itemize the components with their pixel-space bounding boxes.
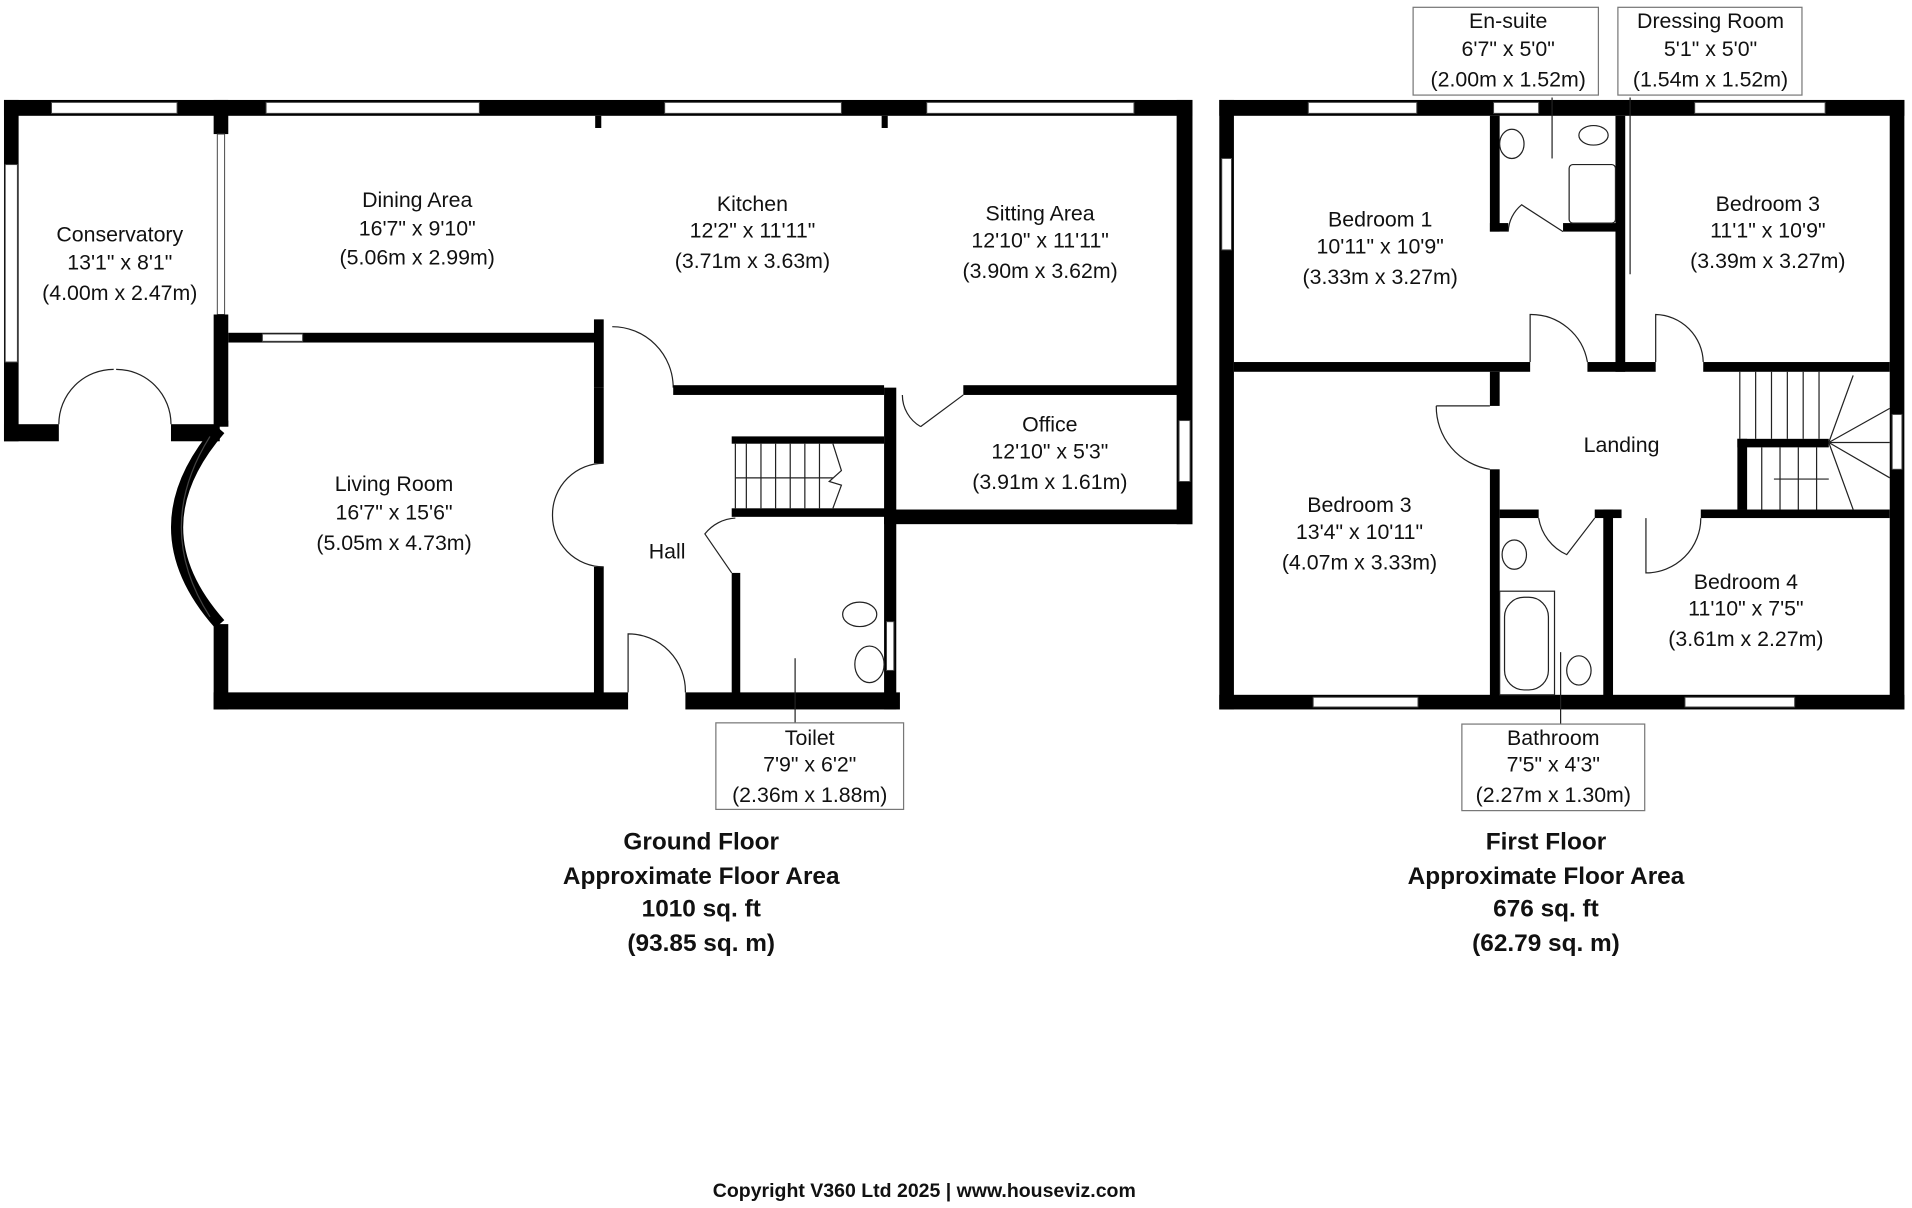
room-metric: (2.27m x 1.30m) xyxy=(1476,783,1631,807)
ground-floor-walls xyxy=(3,99,1193,726)
room-label-dressing: Dressing Room 5'1" x 5'0" (1.54m x 1.52m… xyxy=(1633,9,1788,92)
room-metric: (4.07m x 3.33m) xyxy=(1282,550,1437,574)
room-metric: (3.90m x 3.62m) xyxy=(962,259,1117,283)
room-metric: (1.54m x 1.52m) xyxy=(1633,68,1788,92)
room-label-kitchen: Kitchen 12'2" x 11'11" (3.71m x 3.63m) xyxy=(675,192,830,273)
room-name: En-suite xyxy=(1469,9,1547,33)
floor-area-sqm: (62.79 sq. m) xyxy=(1472,930,1620,957)
floor-title: First Floor xyxy=(1486,829,1607,856)
room-name: Bathroom xyxy=(1507,726,1599,750)
room-label-ensuite: En-suite 6'7" x 5'0" (2.00m x 1.52m) xyxy=(1431,9,1586,92)
room-metric: (5.06m x 2.99m) xyxy=(340,246,495,270)
room-label-bedroom3-right: Bedroom 3 11'1" x 10'9" (3.39m x 3.27m) xyxy=(1690,192,1845,273)
room-imperial: 10'11" x 10'9" xyxy=(1317,235,1444,259)
room-metric: (3.33m x 3.27m) xyxy=(1303,265,1458,289)
room-name: Toilet xyxy=(785,726,835,750)
room-label-toilet: Toilet 7'9" x 6'2" (2.36m x 1.88m) xyxy=(732,726,887,807)
floor-subtitle: Approximate Floor Area xyxy=(1408,863,1685,890)
room-imperial: 13'4" x 10'11" xyxy=(1296,520,1423,544)
room-label-office: Office 12'10" x 5'3" (3.91m x 1.61m) xyxy=(972,413,1127,494)
room-name: Bedroom 3 xyxy=(1307,493,1411,517)
room-imperial: 12'2" x 11'11" xyxy=(690,219,816,243)
room-label-bathroom: Bathroom 7'5" x 4'3" (2.27m x 1.30m) xyxy=(1476,726,1631,807)
room-metric: (5.05m x 4.73m) xyxy=(316,531,471,555)
room-name: Bedroom 1 xyxy=(1328,208,1432,232)
room-name: Dressing Room xyxy=(1637,9,1784,33)
room-label-bedroom1: Bedroom 1 10'11" x 10'9" (3.33m x 3.27m) xyxy=(1303,208,1458,289)
room-label-hall: Hall xyxy=(649,539,686,563)
ensuite-label-box xyxy=(1412,6,1600,96)
toilet-label-box xyxy=(715,722,905,811)
copyright-notice: Copyright V360 Ltd 2025 | www.houseviz.c… xyxy=(713,1180,1136,1202)
room-label-bedroom4: Bedroom 4 11'10" x 7'5" (3.61m x 2.27m) xyxy=(1668,570,1823,651)
room-label-bedroom3-left: Bedroom 3 13'4" x 10'11" (4.07m x 3.33m) xyxy=(1282,493,1437,574)
room-imperial: 16'7" x 15'6" xyxy=(336,500,453,524)
room-imperial: 12'10" x 11'11" xyxy=(971,228,1109,252)
room-imperial: 5'1" x 5'0" xyxy=(1664,37,1757,61)
room-metric: (2.00m x 1.52m) xyxy=(1431,68,1586,92)
room-imperial: 13'1" x 8'1" xyxy=(67,250,172,274)
room-imperial: 16'7" x 9'10" xyxy=(359,216,476,240)
room-metric: (3.61m x 2.27m) xyxy=(1668,627,1823,651)
room-imperial: 6'7" x 5'0" xyxy=(1462,37,1555,61)
room-label-landing: Landing xyxy=(1584,433,1660,457)
room-metric: (4.00m x 2.47m) xyxy=(42,281,197,305)
floor-area-sqft: 1010 sq. ft xyxy=(642,896,761,923)
room-imperial: 7'9" x 6'2" xyxy=(763,753,856,777)
room-metric: (3.39m x 3.27m) xyxy=(1690,249,1845,273)
room-imperial: 11'1" x 10'9" xyxy=(1710,219,1825,243)
room-metric: (3.91m x 1.61m) xyxy=(972,470,1127,494)
floor-area-sqft: 676 sq. ft xyxy=(1493,896,1599,923)
room-name: Dining Area xyxy=(362,188,472,212)
room-label-sitting: Sitting Area 12'10" x 11'11" (3.90m x 3.… xyxy=(962,202,1117,283)
first-floor-walls xyxy=(1219,97,1905,729)
room-name: Sitting Area xyxy=(986,202,1095,226)
room-label-living: Living Room 16'7" x 15'6" (5.05m x 4.73m… xyxy=(316,472,471,555)
room-name: Conservatory xyxy=(56,222,183,246)
bathroom-label-box xyxy=(1461,723,1646,812)
first-floor-summary: First Floor Approximate Floor Area 676 s… xyxy=(1408,829,1685,957)
room-metric: (2.36m x 1.88m) xyxy=(732,783,887,807)
floor-area-sqm: (93.85 sq. m) xyxy=(627,930,775,957)
room-name: Bedroom 3 xyxy=(1716,192,1820,216)
room-label-dining: Dining Area 16'7" x 9'10" (5.06m x 2.99m… xyxy=(340,188,495,269)
room-label-conservatory: Conservatory 13'1" x 8'1" (4.00m x 2.47m… xyxy=(42,222,197,305)
floor-subtitle: Approximate Floor Area xyxy=(563,863,840,890)
room-imperial: 12'10" x 5'3" xyxy=(991,439,1108,463)
room-imperial: 7'5" x 4'3" xyxy=(1507,753,1600,777)
room-imperial: 11'10" x 7'5" xyxy=(1688,597,1803,621)
floor-title: Ground Floor xyxy=(623,829,779,856)
room-name: Kitchen xyxy=(717,192,788,216)
room-name: Office xyxy=(1022,413,1077,437)
dressing-label-box xyxy=(1617,6,1803,96)
ground-floor-summary: Ground Floor Approximate Floor Area 1010… xyxy=(563,829,840,957)
room-name: Bedroom 4 xyxy=(1694,570,1798,594)
room-name: Living Room xyxy=(335,472,454,496)
room-metric: (3.71m x 3.63m) xyxy=(675,249,830,273)
